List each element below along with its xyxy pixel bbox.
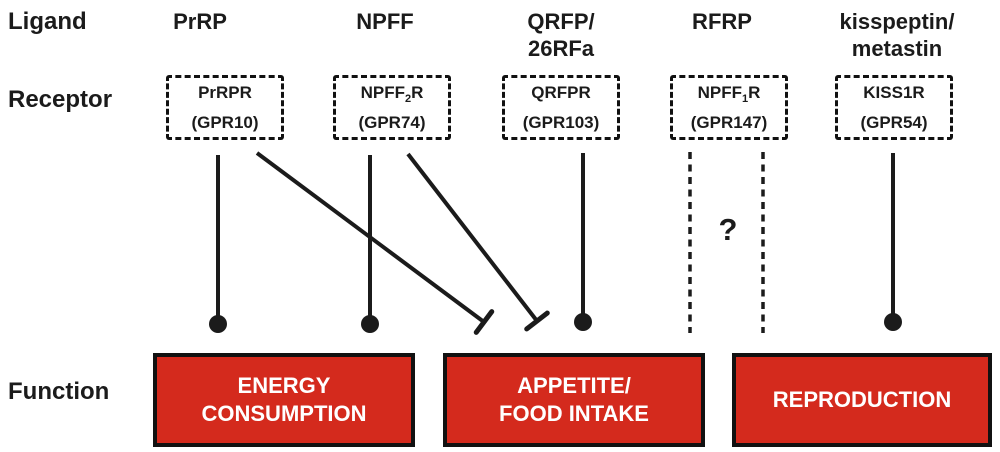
receptor-row-label: Receptor <box>8 86 113 113</box>
ligand-row-label: Ligand <box>8 8 87 35</box>
receptor-name-subscript: 2 <box>404 93 412 105</box>
unknown-function-question-mark: ? <box>718 212 738 247</box>
receptor-alt-name: (GPR103) <box>522 113 600 132</box>
connector-line <box>255 151 486 324</box>
stimulation-endpoint-icon <box>574 313 592 331</box>
receptor-name-text: NPFF <box>697 83 742 102</box>
receptor-name: KISS1R <box>863 81 924 111</box>
receptor-box-npff1r: NPFF1R (GPR147) <box>670 75 788 140</box>
stimulation-endpoint-icon <box>884 313 902 331</box>
stimulation-endpoint-icon <box>209 315 227 333</box>
function-label-line: FOOD INTAKE <box>499 401 649 426</box>
ligand-label-line: kisspeptin/ <box>839 9 955 34</box>
ligand-label-rfrp: RFRP <box>692 8 752 35</box>
receptor-name: PrRPR <box>198 81 252 111</box>
ligand-label-line: QRFP/ <box>527 9 595 34</box>
function-box-reproduction: REPRODUCTION <box>732 353 992 447</box>
receptor-name-text: QRFPR <box>531 83 591 102</box>
stimulation-endpoint-icon <box>361 315 379 333</box>
receptor-name: QRFPR <box>531 81 591 111</box>
function-label-line: APPETITE/ <box>517 373 631 398</box>
ligand-label-kisspeptin-metastin: kisspeptin/ metastin <box>840 8 955 62</box>
connector-line <box>406 152 539 323</box>
ligand-label-line: 26RFa <box>527 36 595 61</box>
receptor-box-kiss1r: KISS1R (GPR54) <box>835 75 953 140</box>
receptor-alt-name: (GPR74) <box>358 113 426 132</box>
receptor-name: NPFF2R <box>361 81 424 111</box>
receptor-alt-name: (GPR54) <box>860 113 928 132</box>
ligand-label-line: NPFF <box>356 9 414 34</box>
receptor-name-suffix: R <box>411 83 424 102</box>
receptor-name-suffix: R <box>748 83 761 102</box>
receptor-name-text: KISS1R <box>863 83 925 102</box>
function-box-energy-consumption: ENERGY CONSUMPTION <box>153 353 415 447</box>
function-row-label: Function <box>8 378 110 405</box>
inhibition-tbar-icon <box>473 309 495 335</box>
receptor-alt-name: (GPR147) <box>690 113 768 132</box>
receptor-name-text: PrRPR <box>198 83 252 102</box>
receptor-alt-name: (GPR10) <box>191 113 259 132</box>
ligand-label-line: RFRP <box>692 9 752 34</box>
ligand-label-qrfp-26rfa: QRFP/ 26RFa <box>527 8 594 62</box>
ligand-label-line: PrRP <box>173 9 227 34</box>
receptor-box-npff2r: NPFF2R (GPR74) <box>333 75 451 140</box>
receptor-box-prrpr: PrRPR (GPR10) <box>166 75 284 140</box>
ligand-label-npff: NPFF <box>356 8 413 35</box>
receptor-name: NPFF1R <box>698 81 761 111</box>
function-box-appetite-food-intake: APPETITE/ FOOD INTAKE <box>443 353 705 447</box>
inhibition-tbar-icon <box>524 310 550 332</box>
ligand-label-prrp: PrRP <box>173 8 227 35</box>
function-label-line: CONSUMPTION <box>201 401 367 426</box>
function-label-line: REPRODUCTION <box>772 387 952 412</box>
receptor-name-subscript: 1 <box>741 93 749 105</box>
receptor-name-text: NPFF <box>360 83 405 102</box>
receptor-box-qrfpr: QRFPR (GPR103) <box>502 75 620 140</box>
function-label-line: ENERGY <box>237 373 331 398</box>
ligand-label-line: metastin <box>851 36 943 61</box>
